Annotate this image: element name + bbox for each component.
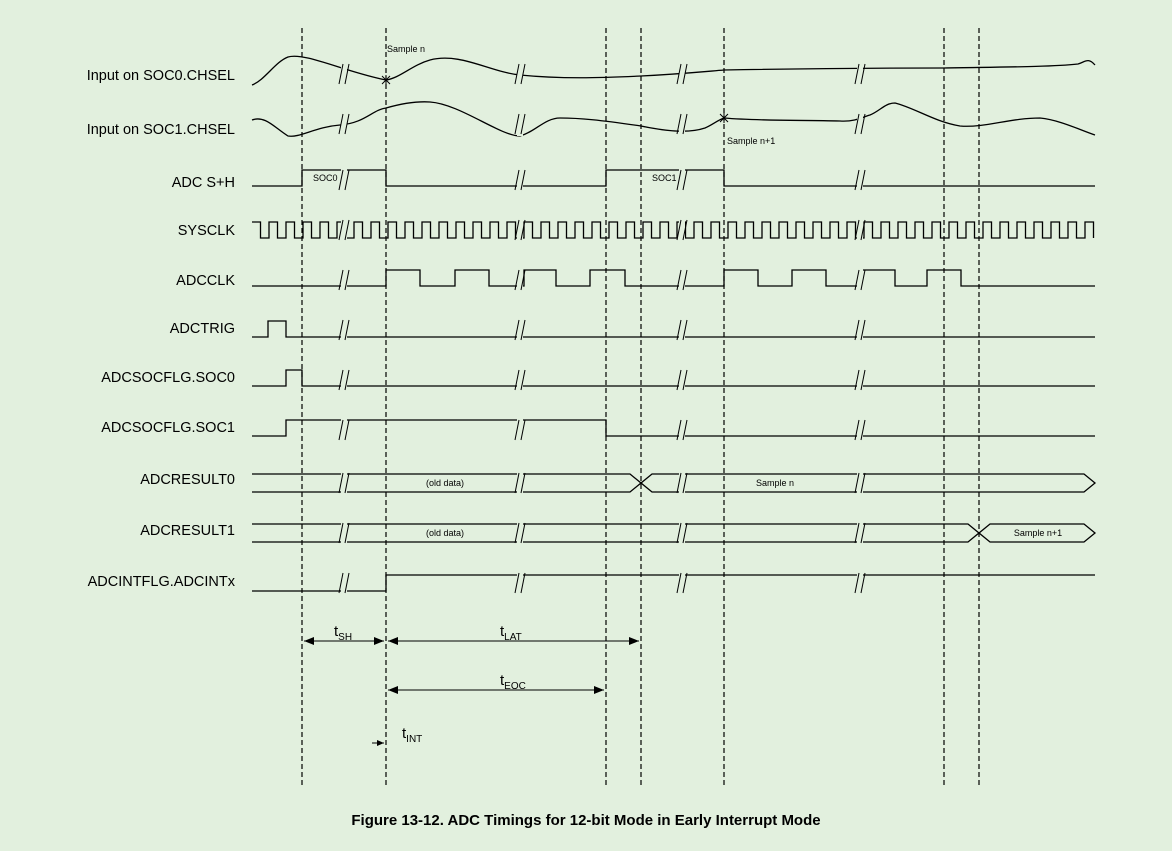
wave-soc1-chsel xyxy=(251,101,1096,137)
signal-label-adcsocflg-soc1: ADCSOCFLG.SOC1 xyxy=(101,420,235,436)
signal-label-adcresult0: ADCRESULT0 xyxy=(140,472,235,488)
soc1-window-label: SOC1 xyxy=(652,173,677,183)
break-mark xyxy=(854,168,866,192)
break-mark xyxy=(514,318,526,342)
wave-adcclk xyxy=(252,269,1095,287)
sample-n-marker xyxy=(381,75,391,85)
break-mark xyxy=(338,521,350,545)
result0-sample-n: Sample n xyxy=(756,478,794,488)
break-mark xyxy=(676,418,688,442)
break-mark xyxy=(338,218,350,242)
break-mark xyxy=(854,318,866,342)
signal-labels: Input on SOC0.CHSEL Input on SOC1.CHSEL … xyxy=(87,68,236,590)
result1-sample-n1: Sample n+1 xyxy=(1014,528,1062,538)
sample-n-label: Sample n xyxy=(387,44,425,54)
wave-soc0-chsel xyxy=(251,55,1096,86)
break-mark xyxy=(514,218,526,242)
break-mark xyxy=(338,112,350,136)
break-mark xyxy=(676,268,688,292)
break-mark xyxy=(338,368,350,392)
signal-label-adcintflg: ADCINTFLG.ADCINTx xyxy=(88,574,236,590)
wave-sysclk xyxy=(252,221,1095,239)
sample-n1-marker xyxy=(719,113,729,123)
break-mark xyxy=(514,368,526,392)
break-mark xyxy=(514,268,526,292)
break-mark xyxy=(854,521,866,545)
t-lat-arrowhead-left xyxy=(388,637,398,645)
t-int-arrowhead xyxy=(377,740,384,746)
signal-label-adctrig: ADCTRIG xyxy=(170,321,235,337)
break-mark xyxy=(676,521,688,545)
break-mark xyxy=(514,112,526,136)
break-mark xyxy=(854,62,866,86)
wave-adc-sh xyxy=(252,169,1095,187)
wave-adcresult0 xyxy=(252,473,1097,493)
wave-adcsocflg-soc0 xyxy=(252,369,1095,387)
timing-dimensions: tSH tLAT tEOC tINT xyxy=(304,623,639,746)
break-mark xyxy=(338,62,350,86)
break-mark xyxy=(676,368,688,392)
signal-label-adc-sh: ADC S+H xyxy=(172,175,235,191)
break-mark xyxy=(676,318,688,342)
t-int-label: tINT xyxy=(402,725,422,745)
break-marks xyxy=(338,62,866,595)
signal-label-sysclk: SYSCLK xyxy=(178,223,236,239)
wave-adcintflg xyxy=(252,574,1095,592)
break-mark xyxy=(338,318,350,342)
break-mark xyxy=(854,418,866,442)
wave-adcsocflg-soc1 xyxy=(252,419,1095,437)
wave-adctrig xyxy=(252,320,1095,338)
signal-label-adcclk: ADCCLK xyxy=(176,273,235,289)
break-mark xyxy=(514,168,526,192)
result1-old-data: (old data) xyxy=(426,528,464,538)
signal-label-soc0-chsel: Input on SOC0.CHSEL xyxy=(87,68,235,84)
break-mark xyxy=(854,368,866,392)
break-mark xyxy=(514,571,526,595)
break-mark xyxy=(854,218,866,242)
break-mark xyxy=(514,521,526,545)
break-mark xyxy=(676,112,688,136)
t-lat-arrowhead-right xyxy=(629,637,639,645)
t-eoc-arrowhead-right xyxy=(594,686,604,694)
signal-label-adcresult1: ADCRESULT1 xyxy=(140,523,235,539)
reference-lines xyxy=(301,28,980,785)
result0-old-data: (old data) xyxy=(426,478,464,488)
break-mark xyxy=(338,571,350,595)
break-mark xyxy=(676,571,688,595)
break-mark xyxy=(854,112,866,136)
t-sh-arrowhead-right xyxy=(374,637,384,645)
break-mark xyxy=(676,471,688,495)
break-mark xyxy=(676,168,688,192)
break-mark xyxy=(854,268,866,292)
break-mark xyxy=(338,471,350,495)
signal-label-soc1-chsel: Input on SOC1.CHSEL xyxy=(87,122,235,138)
t-eoc-label: tEOC xyxy=(500,672,526,692)
sample-n1-label: Sample n+1 xyxy=(727,136,775,146)
break-mark xyxy=(338,418,350,442)
break-mark xyxy=(854,571,866,595)
signal-label-adcsocflg-soc0: ADCSOCFLG.SOC0 xyxy=(101,370,235,386)
break-mark xyxy=(514,418,526,442)
break-mark xyxy=(854,471,866,495)
t-eoc-arrowhead-left xyxy=(388,686,398,694)
t-lat-label: tLAT xyxy=(500,623,522,643)
wave-adcresult1 xyxy=(252,523,1097,543)
break-mark xyxy=(514,62,526,86)
t-sh-arrowhead-left xyxy=(304,637,314,645)
soc0-window-label: SOC0 xyxy=(313,173,338,183)
break-mark xyxy=(338,168,350,192)
t-sh-label: tSH xyxy=(334,623,352,643)
break-mark xyxy=(676,218,688,242)
figure-caption: Figure 13-12. ADC Timings for 12-bit Mod… xyxy=(351,812,820,829)
break-mark xyxy=(338,268,350,292)
break-mark xyxy=(676,62,688,86)
break-mark xyxy=(514,471,526,495)
